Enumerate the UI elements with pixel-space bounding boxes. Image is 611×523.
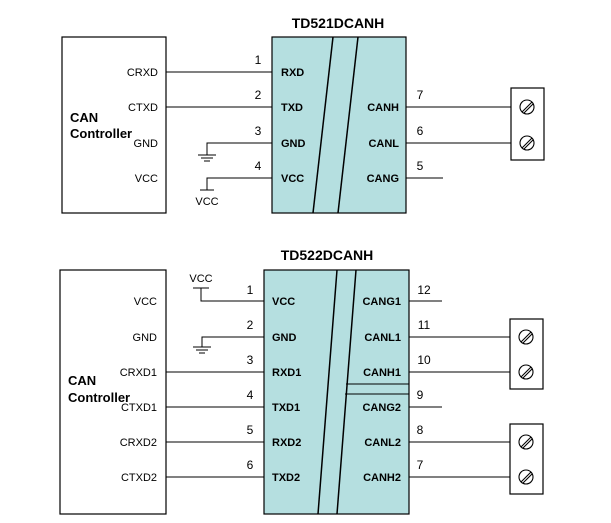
bottom-isolation-barrier-right: [336, 269, 357, 515]
top-wire-vcc: [206, 177, 272, 190]
bottom-ctrl-pin-crxd1: CRXD1: [120, 367, 157, 379]
top-pin-name-cang: CANG: [367, 173, 399, 185]
top-chip-body: [271, 36, 407, 214]
bottom-pin-num-5: 5: [247, 423, 254, 437]
bottom-pin-name-rxd1: RXD1: [272, 367, 301, 379]
top-pin-name-gnd: GND: [281, 138, 306, 150]
top-can-controller-box: [61, 36, 167, 214]
bottom-pin-num-3: 3: [247, 353, 254, 367]
top-pin-num-1: 1: [255, 53, 262, 67]
bottom-pin-name-cang2: CANG2: [362, 402, 401, 414]
bottom-pin-num-11: 11: [418, 318, 431, 332]
bottom-isolation-barrier-left: [317, 269, 338, 515]
top-pin-num-5: 5: [417, 159, 424, 173]
bottom-pin-num-1: 1: [247, 283, 254, 297]
top-controller-label-controller: Controller: [70, 126, 132, 141]
bottom-terminal-1-screw-1: [518, 329, 534, 345]
bottom-ground-symbol: [193, 346, 211, 354]
bottom-pin-num-8: 8: [417, 423, 424, 437]
bottom-vcc-tag: VCC: [189, 273, 212, 285]
top-ctrl-pin-ctxd: CTXD: [128, 102, 158, 114]
top-terminal-screw-1: [519, 99, 535, 115]
bottom-pin-name-txd2: TXD2: [272, 472, 300, 484]
bottom-pin-num-12: 12: [417, 283, 431, 297]
top-pin-num-6: 6: [417, 124, 424, 138]
bottom-pin-num-7: 7: [417, 458, 424, 472]
bottom-terminal-2-screw-1: [518, 434, 534, 450]
top-isolation-barrier-right: [337, 36, 359, 214]
bottom-pin-name-vcc: VCC: [272, 296, 295, 308]
bottom-pin-num-10: 10: [417, 353, 431, 367]
bottom-pin-name-gnd: GND: [272, 332, 297, 344]
top-pin-name-rxd: RXD: [281, 67, 304, 79]
bottom-pin-name-cang1: CANG1: [362, 296, 401, 308]
top-pin-num-2: 2: [255, 88, 262, 102]
top-pin-name-canh: CANH: [367, 102, 399, 114]
bottom-ctrl-pin-ctxd1: CTXD1: [121, 402, 157, 414]
bottom-chip-body: [263, 269, 410, 515]
top-ctrl-pin-crxd: CRXD: [127, 67, 158, 79]
top-pin-name-vcc: VCC: [281, 173, 304, 185]
bottom-ctrl-pin-gnd: GND: [133, 332, 158, 344]
bottom-pin-name-canl1: CANL1: [364, 332, 401, 344]
top-pin-num-4: 4: [255, 159, 262, 173]
top-pin-num-7: 7: [417, 88, 424, 102]
top-pin-name-txd: TXD: [281, 102, 303, 114]
top-terminal-screw-2: [519, 135, 535, 151]
bottom-pin-num-6: 6: [247, 458, 254, 472]
bottom-pin-name-canh2: CANH2: [363, 472, 401, 484]
bottom-pin-name-txd1: TXD1: [272, 402, 300, 414]
top-chip-title: TD521DCANH: [292, 15, 385, 31]
top-ctrl-pin-vcc: VCC: [135, 173, 158, 185]
bottom-ctrl-pin-crxd2: CRXD2: [120, 437, 157, 449]
top-ground-symbol: [198, 154, 216, 162]
bottom-ctrl-pin-ctxd2: CTXD2: [121, 472, 157, 484]
bottom-wire-vcc: [200, 288, 264, 302]
bottom-ctrl-pin-vcc: VCC: [134, 296, 157, 308]
bottom-pin-name-rxd2: RXD2: [272, 437, 301, 449]
top-pin-num-3: 3: [255, 124, 262, 138]
top-controller-label-can: CAN: [70, 110, 98, 125]
bottom-pin-num-4: 4: [247, 388, 254, 402]
bottom-pin-name-canl2: CANL2: [364, 437, 401, 449]
bottom-terminal-1-screw-2: [518, 364, 534, 380]
bottom-pin-num-9: 9: [417, 388, 424, 402]
top-isolation-barrier-left: [312, 36, 334, 214]
bottom-wire-gnd: [201, 336, 264, 347]
bottom-can-controller-box: [59, 269, 167, 515]
bottom-pin-num-2: 2: [247, 318, 254, 332]
bottom-chip-title: TD522DCANH: [281, 247, 374, 263]
bottom-terminal-2-screw-2: [518, 469, 534, 485]
bottom-pin-name-canh1: CANH1: [363, 367, 401, 379]
top-wire-gnd: [206, 142, 272, 155]
top-vcc-tag: VCC: [195, 196, 218, 208]
bottom-controller-label-controller: Controller: [68, 390, 130, 405]
top-ctrl-pin-gnd: GND: [134, 138, 159, 150]
top-pin-name-canl: CANL: [368, 138, 399, 150]
bottom-controller-label-can: CAN: [68, 373, 96, 388]
